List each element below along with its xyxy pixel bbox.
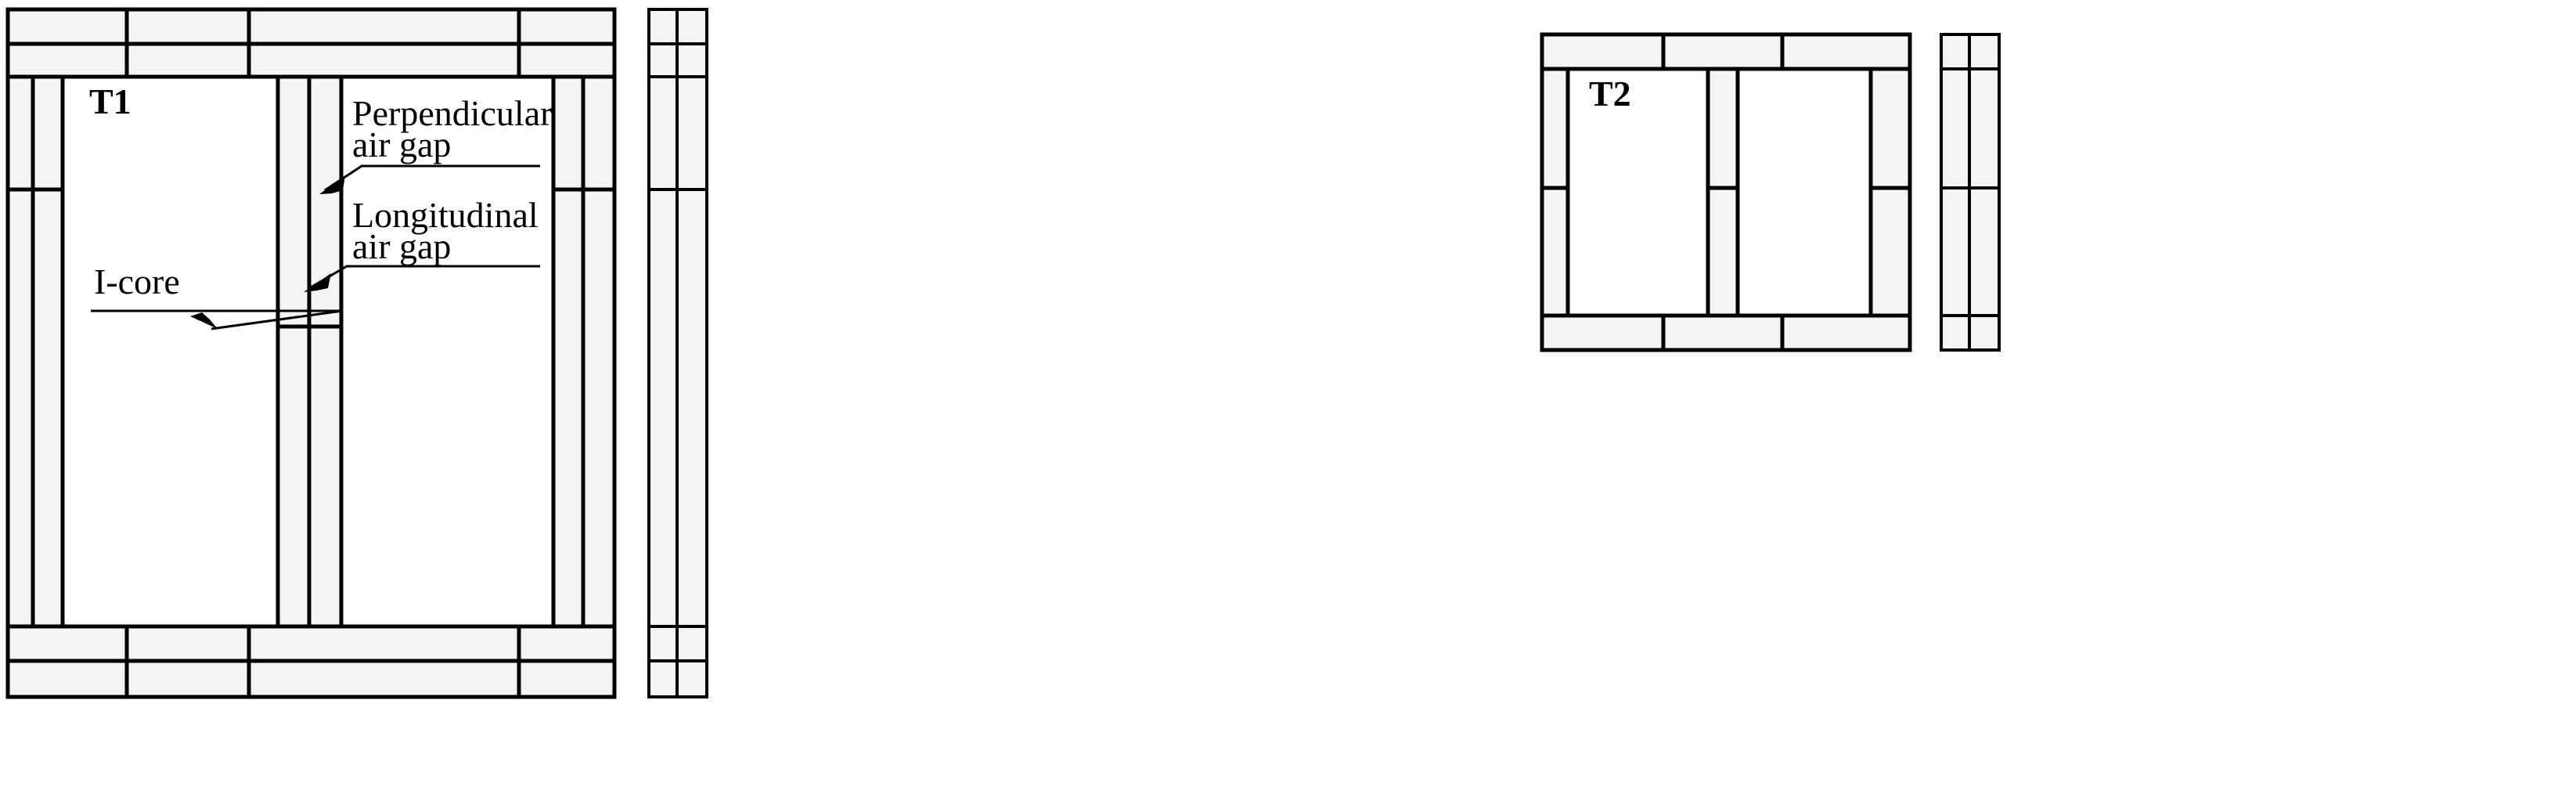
t2-front-view: T2 <box>1540 32 1912 352</box>
callout-i-core: I-core <box>91 262 343 330</box>
t1-bottom-yoke-row1 <box>5 624 617 663</box>
longitudinal-air-gap-label-line1: Longitudinal <box>352 195 539 235</box>
perpendicular-air-gap-label-line2: air gap <box>352 125 451 164</box>
perpendicular-air-gap-label-line1: Perpendicular <box>352 93 552 133</box>
t1-label: T1 <box>89 81 132 121</box>
i-core-label: I-core <box>94 262 180 301</box>
t1-right-limb <box>551 74 617 629</box>
t1-top-yoke-row2 <box>5 42 617 79</box>
t2-side-view <box>1940 33 2001 352</box>
longitudinal-air-gap-leader <box>310 265 540 289</box>
t1-side-view <box>647 8 708 698</box>
t2-top-yoke <box>1540 32 1912 71</box>
perpendicular-air-gap-arrowhead <box>319 175 345 194</box>
longitudinal-air-gap-label-line2: air gap <box>352 226 451 266</box>
t2-right-limb <box>1868 67 1912 318</box>
t2-bottom-yoke <box>1540 313 1912 352</box>
i-core-arrowhead <box>190 312 218 329</box>
t1-top-yoke-row1 <box>5 7 617 46</box>
t1-bottom-yoke-row2 <box>5 659 617 699</box>
perpendicular-air-gap-leader <box>324 164 540 192</box>
t1-center-limb <box>276 74 344 629</box>
callout-longitudinal-air-gap: Longitudinal air gap <box>304 195 540 292</box>
t2-center-limb <box>1706 67 1740 318</box>
t1-front-view: T1 <box>5 7 617 699</box>
longitudinal-air-gap-arrowhead <box>304 273 331 292</box>
i-core-leader <box>91 309 343 330</box>
t1-left-limb <box>5 74 65 629</box>
t2-left-limb <box>1540 67 1570 318</box>
t2-label: T2 <box>1589 74 1631 114</box>
callout-perpendicular-air-gap: Perpendicular air gap <box>319 93 552 194</box>
